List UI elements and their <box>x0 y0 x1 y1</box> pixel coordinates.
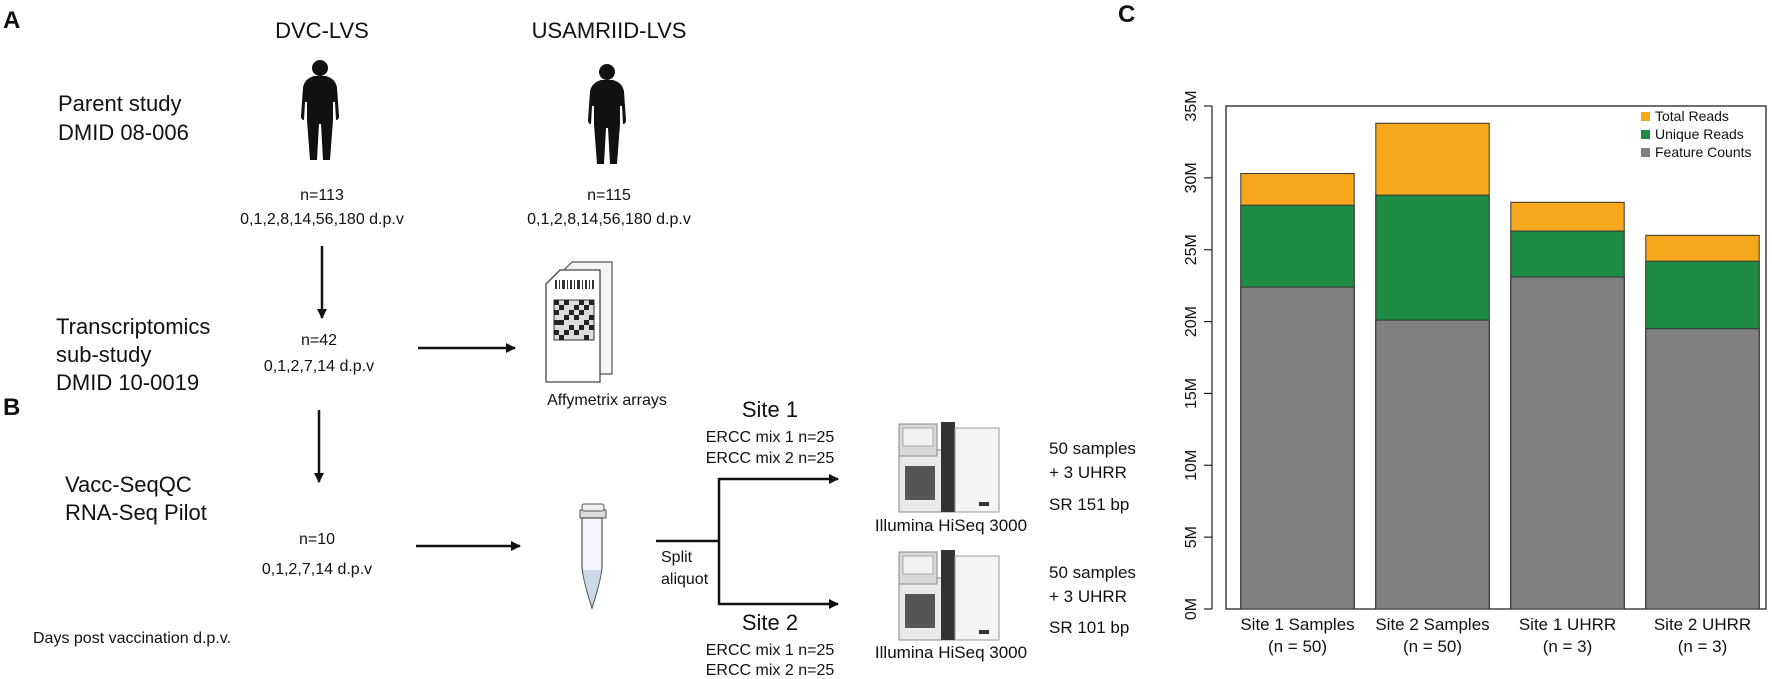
legend-label: Total Reads <box>1655 108 1729 124</box>
site1-mix1: ERCC mix 1 n=25 <box>706 429 835 446</box>
x-category-count: (n = 3) <box>1543 637 1593 656</box>
vacc-seqqc-label: Vacc-SeqQC <box>65 472 192 497</box>
x-category-label: Site 2 UHRR <box>1654 615 1751 634</box>
panel-label-a: A <box>3 7 20 34</box>
bar-feature-counts <box>1645 328 1760 610</box>
bar-feature-counts <box>1510 276 1625 610</box>
site2-read-length: SR 101 bp <box>1049 618 1129 637</box>
y-tick-label: 10M <box>1183 450 1200 481</box>
y-tick-label: 25M <box>1183 234 1200 265</box>
site1-read-length: SR 151 bp <box>1049 495 1129 514</box>
legend-swatch <box>1641 148 1650 157</box>
transcriptomics-substudy: sub-study <box>56 342 151 367</box>
vacc-seqqc-sublabel: RNA-Seq Pilot <box>65 500 207 525</box>
y-tick-label: 5M <box>1183 526 1200 548</box>
transcriptomics-n: n=42 <box>301 332 337 349</box>
split-aliquot-label: aliquot <box>661 571 709 588</box>
y-tick-label: 35M <box>1183 90 1200 121</box>
x-category-label: Site 1 Samples <box>1240 615 1354 634</box>
column-header-dvc-lvs: DVC-LVS <box>275 18 369 43</box>
x-category-label: Site 2 Samples <box>1375 615 1489 634</box>
x-category-count: (n = 50) <box>1268 637 1327 656</box>
site2-uhrr: + 3 UHRR <box>1049 587 1127 606</box>
parent-right-days: 0,1,2,8,14,56,180 d.p.v <box>527 211 691 228</box>
y-tick-label: 30M <box>1183 162 1200 193</box>
site1-instrument: Illumina HiSeq 3000 <box>875 516 1027 535</box>
y-tick-label: 15M <box>1183 378 1200 409</box>
x-category-count: (n = 3) <box>1678 637 1728 656</box>
vacc-days: 0,1,2,7,14 d.p.v <box>262 561 372 578</box>
site2-samples: 50 samples <box>1049 563 1136 582</box>
y-tick-label: 20M <box>1183 306 1200 337</box>
affymetrix-label: Affymetrix arrays <box>547 392 667 409</box>
y-tick-label: 0M <box>1183 598 1200 620</box>
vacc-n: n=10 <box>299 531 335 548</box>
sample-tube-icon <box>579 503 607 611</box>
site1-mix2: ERCC mix 2 n=25 <box>706 450 835 467</box>
panel-label-c: C <box>1118 1 1135 28</box>
parent-right-n: n=115 <box>587 187 631 204</box>
parent-left-n: n=113 <box>300 187 344 204</box>
bar-feature-counts <box>1375 319 1490 610</box>
site2-instrument: Illumina HiSeq 3000 <box>875 643 1027 662</box>
sequencer-icon <box>898 422 1000 513</box>
sequencer-icon <box>898 550 1000 641</box>
transcriptomics-label: Transcriptomics <box>56 314 210 339</box>
legend-swatch <box>1641 130 1650 139</box>
split-label: Split <box>661 549 693 566</box>
site1-uhrr: + 3 UHRR <box>1049 463 1127 482</box>
site1-samples: 50 samples <box>1049 439 1136 458</box>
human-silhouette-icon <box>301 60 339 160</box>
site2-mix2: ERCC mix 2 n=25 <box>706 662 835 679</box>
transcriptomics-id: DMID 10-0019 <box>56 370 199 395</box>
reads-bar-chart: 0M 5M 10M 15M 20M 25M 30M 35M Site 1 Samples (n =… <box>1183 90 1767 656</box>
x-category-label: Site 1 UHRR <box>1519 615 1616 634</box>
transcriptomics-days: 0,1,2,7,14 d.p.v <box>264 358 374 375</box>
microarray-chip-icon <box>545 261 613 383</box>
parent-study-label: Parent study <box>58 91 182 116</box>
legend-label: Unique Reads <box>1655 126 1744 142</box>
bar-feature-counts <box>1240 286 1355 610</box>
legend-swatch <box>1641 112 1650 121</box>
site2-title: Site 2 <box>742 610 798 635</box>
panel-label-b: B <box>3 394 20 421</box>
site2-mix1: ERCC mix 1 n=25 <box>706 642 835 659</box>
parent-study-id: DMID 08-006 <box>58 120 189 145</box>
footnote: Days post vaccination d.p.v. <box>33 630 231 647</box>
parent-left-days: 0,1,2,8,14,56,180 d.p.v <box>240 211 404 228</box>
legend-label: Feature Counts <box>1655 144 1752 160</box>
x-category-count: (n = 50) <box>1403 637 1462 656</box>
human-silhouette-icon <box>588 64 626 164</box>
column-header-usamriid-lvs: USAMRIID-LVS <box>532 18 687 43</box>
site1-title: Site 1 <box>742 397 798 422</box>
